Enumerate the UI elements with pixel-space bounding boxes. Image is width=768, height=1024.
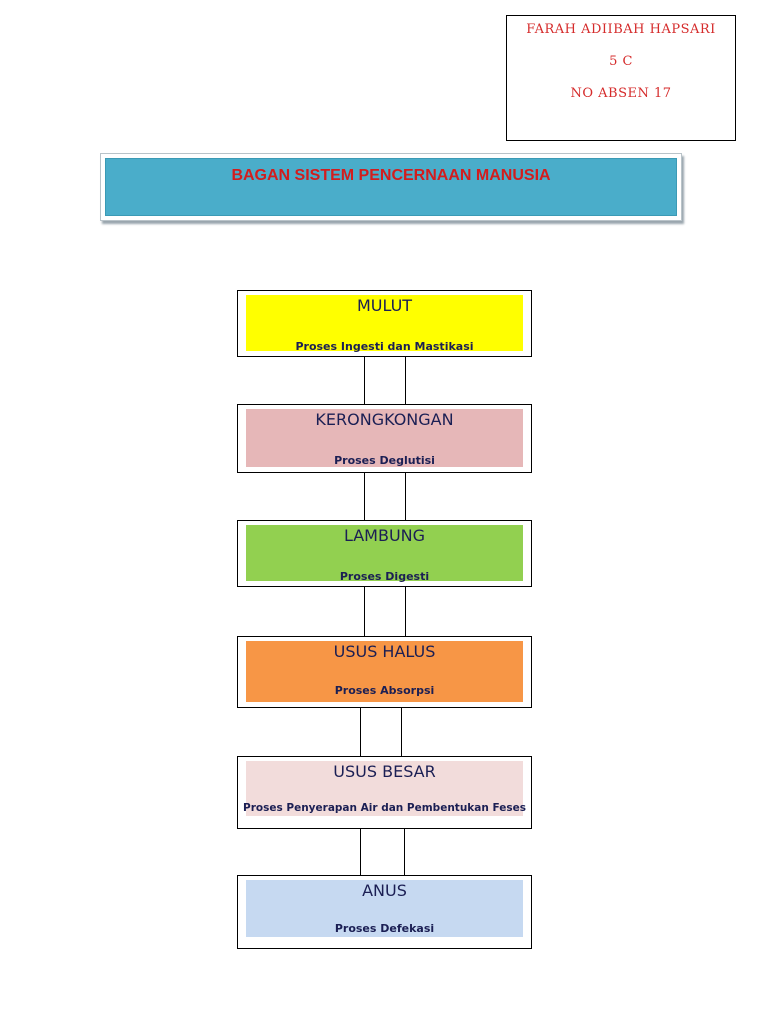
student-absen: NO ABSEN 17: [570, 86, 672, 101]
connector-2: [364, 472, 406, 521]
step-fill: [246, 525, 523, 581]
step-name: KERONGKONGAN: [315, 410, 454, 429]
step-process: Proses Defekasi: [334, 922, 435, 935]
title-banner-fill: BAGAN SISTEM PENCERNAAN MANUSIA: [105, 158, 677, 216]
step-fill: [246, 761, 523, 816]
step-lambung: LAMBUNG Proses Digesti: [237, 520, 532, 587]
student-class: 5 C: [609, 54, 633, 69]
step-process: Proses Ingesti dan Mastikasi: [295, 340, 474, 353]
step-mulut: MULUT Proses Ingesti dan Mastikasi: [237, 290, 532, 357]
student-name: FARAH ADIIBAH HAPSARI: [526, 22, 716, 37]
step-name: USUS BESAR: [333, 762, 436, 781]
step-fill: [246, 295, 523, 351]
connector-3: [364, 586, 406, 637]
step-name: USUS HALUS: [333, 642, 436, 661]
step-usus-halus: USUS HALUS Proses Absorpsi: [237, 636, 532, 708]
student-info-box: FARAH ADIIBAH HAPSARI 5 C NO ABSEN 17: [506, 15, 736, 141]
step-anus: ANUS Proses Defekasi: [237, 875, 532, 949]
step-kerongkongan: KERONGKONGAN Proses Deglutisi: [237, 404, 532, 473]
step-fill: [246, 641, 523, 702]
step-process: Proses Digesti: [339, 570, 430, 583]
step-process: Proses Deglutisi: [334, 454, 435, 467]
step-fill: [246, 880, 523, 937]
connector-1: [364, 356, 406, 405]
diagram-title: BAGAN SISTEM PENCERNAAN MANUSIA: [231, 167, 551, 184]
title-banner: BAGAN SISTEM PENCERNAAN MANUSIA: [100, 153, 682, 221]
step-fill: [246, 409, 523, 467]
connector-4: [360, 707, 402, 757]
step-name: LAMBUNG: [343, 526, 426, 545]
step-process: Proses Absorpsi: [334, 684, 435, 697]
connector-5: [360, 828, 405, 876]
step-usus-besar: USUS BESAR Proses Penyerapan Air dan Pem…: [237, 756, 532, 829]
step-process: Proses Penyerapan Air dan Pembentukan Fe…: [243, 802, 526, 814]
step-name: MULUT: [356, 296, 413, 315]
step-name: ANUS: [362, 881, 407, 900]
